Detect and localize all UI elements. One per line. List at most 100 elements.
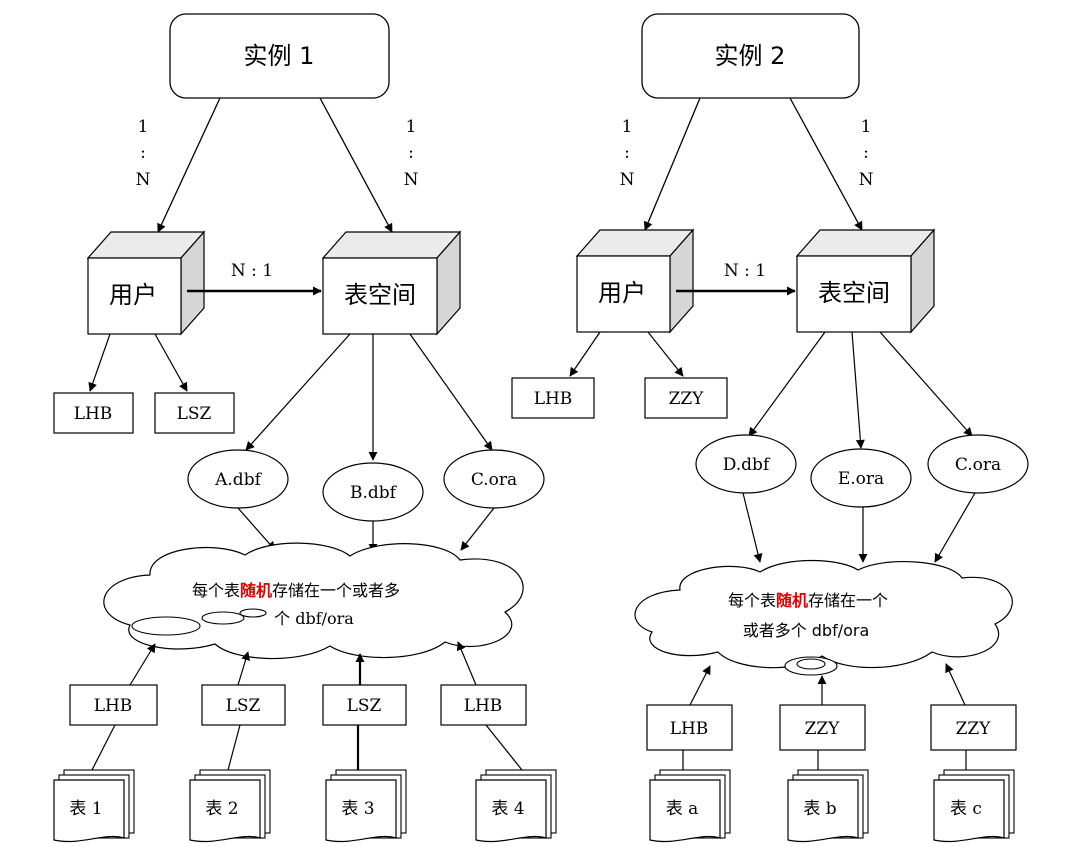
user-to-lsz-arrow	[154, 333, 188, 392]
ratio-left-bottom: N	[620, 170, 635, 190]
owner-4-to-cloud-arrow	[456, 641, 477, 686]
table-doc-a: 表 a	[649, 769, 731, 843]
owner-1-to-cloud-arrow	[129, 643, 156, 686]
owner-box-2	[779, 704, 866, 751]
table-doc-1: 表 1	[53, 769, 135, 843]
instance-1-ratio-right: 1 : N	[404, 117, 419, 190]
owner-box-1	[646, 704, 733, 751]
owner-box-3-label: LSZ	[347, 696, 382, 716]
ratio-right-top: 1	[861, 117, 872, 137]
table-doc-3: 表 3	[325, 769, 407, 843]
d-dbf-to-cloud-arrow	[742, 492, 763, 563]
ratio-right-top: 1	[406, 117, 417, 137]
datafile-a-dbf-label: A.dbf	[214, 470, 262, 490]
table-1-to-owner-line	[91, 724, 116, 771]
user-label: 用户	[109, 281, 157, 309]
table-doc-b-label: 表 b	[803, 799, 836, 819]
c-ora-to-cloud-arrow	[934, 492, 976, 563]
tablespace-to-c-ora-arrow	[879, 331, 973, 437]
user-label: 用户	[598, 279, 646, 307]
cloud-text-line1: 每个表随机存储在一个或者多	[192, 581, 400, 600]
datafile-c-ora-label: C.ora	[471, 470, 517, 490]
datafile-e-ora	[810, 448, 912, 508]
table-2-to-owner-line	[227, 724, 241, 771]
tablespace-to-a-dbf-arrow	[245, 333, 351, 451]
datafile-c-ora	[927, 434, 1029, 494]
table-doc-b: 表 b	[787, 769, 869, 843]
owner-2-to-cloud-arrow	[237, 651, 250, 686]
datafile-e-ora-label: E.ora	[838, 469, 884, 489]
user-box-zzy-label: ZZY	[669, 389, 705, 409]
datafile-d-dbf-label: D.dbf	[723, 455, 771, 475]
cloud-text-line1: 每个表随机存储在一个	[728, 591, 888, 610]
cloud-text-line2: 或者多个 dbf/ora	[743, 621, 870, 640]
tablespace-to-c-ora-arrow	[409, 333, 493, 451]
user-to-lhb-arrow	[569, 331, 601, 377]
datafile-d-dbf	[695, 434, 797, 494]
owner-box-3	[930, 704, 1017, 751]
owner-box-2	[201, 684, 286, 726]
owner-1-to-cloud-arrow	[689, 665, 711, 706]
owner-box-4-label: LHB	[464, 696, 503, 716]
instance-1-storage-cloud: 每个表随机存储在一个或者多 个 dbf/ora	[103, 542, 524, 660]
ratio-left-colon: :	[140, 143, 146, 163]
datafile-b-dbf-label: B.dbf	[350, 483, 398, 503]
owner-box-1-label: LHB	[670, 719, 709, 739]
instance-2: 实例 2 1 : N 1 : N 用户 表空间 N : 1	[511, 13, 1029, 843]
owner-box-2-label: LSZ	[226, 696, 261, 716]
cloud-text-line2: 个 dbf/ora	[274, 609, 354, 628]
instance-2-to-tablespace-arrow	[789, 97, 863, 231]
instance-2-user-cube: 用户	[575, 228, 695, 334]
ratio-left-bottom: N	[136, 170, 151, 190]
ratio-right-bottom: N	[404, 170, 419, 190]
table-doc-2: 表 2	[189, 769, 271, 843]
user-tablespace-ratio: N : 1	[231, 261, 273, 281]
table-doc-c-label: 表 c	[950, 799, 982, 819]
user-to-lhb-arrow	[88, 333, 111, 392]
c-ora-to-cloud-arrow	[460, 507, 495, 551]
instance-1-to-user-arrow	[157, 97, 221, 233]
table-doc-2-label: 表 2	[205, 799, 238, 819]
ratio-right-colon: :	[863, 143, 869, 163]
instance-2-to-user-arrow	[643, 97, 701, 231]
table-doc-c: 表 c	[933, 769, 1015, 843]
owner-box-1	[69, 684, 158, 726]
datafile-c-ora-label: C.ora	[955, 455, 1001, 475]
user-to-zzy-arrow	[647, 331, 684, 377]
owner-box-4	[440, 684, 527, 726]
table-doc-a-label: 表 a	[666, 799, 699, 819]
a-dbf-to-cloud-arrow	[237, 507, 276, 551]
instance-1-box	[169, 13, 390, 99]
tablespace-label: 表空间	[344, 281, 416, 309]
user-box-lhb	[53, 392, 134, 434]
table-doc-4-label: 表 4	[491, 799, 524, 819]
table-doc-3-label: 表 3	[341, 799, 374, 819]
owner-3-to-cloud-arrow	[945, 663, 966, 706]
ratio-left-colon: :	[624, 143, 630, 163]
tablespace-to-e-ora-arrow	[851, 331, 865, 449]
ratio-right-bottom: N	[859, 170, 874, 190]
instance-2-tablespace-cube: 表空间	[795, 228, 936, 334]
owner-box-3-label: ZZY	[956, 719, 992, 739]
instance-2-storage-cloud: 每个表随机存储在一个 或者多个 dbf/ora	[634, 559, 1013, 676]
instance-1-ratio-left: 1 : N	[136, 117, 151, 190]
instance-2-title: 实例 2	[715, 42, 786, 70]
instance-1-user-cube: 用户	[86, 230, 206, 336]
owner-box-1-label: LHB	[94, 696, 133, 716]
instance-2-box	[641, 13, 860, 99]
instance-1: 实例 1 1 : N 1 : N 用户 表空间	[53, 13, 557, 843]
instance-2-ratio-right: 1 : N	[859, 117, 874, 190]
user-box-zzy	[644, 377, 728, 419]
ratio-right-colon: :	[408, 143, 414, 163]
user-box-lhb	[511, 377, 595, 419]
instance-1-tablespace-cube: 表空间	[321, 230, 462, 336]
user-box-lhb-label: LHB	[534, 389, 573, 409]
ratio-left-top: 1	[138, 117, 149, 137]
ratio-left-top: 1	[622, 117, 633, 137]
table-doc-4: 表 4	[475, 769, 557, 843]
instance-1-title: 实例 1	[244, 42, 315, 70]
user-box-lhb-label: LHB	[74, 404, 113, 424]
instance-1-to-tablespace-arrow	[319, 97, 393, 233]
tablespace-to-d-dbf-arrow	[748, 331, 826, 437]
